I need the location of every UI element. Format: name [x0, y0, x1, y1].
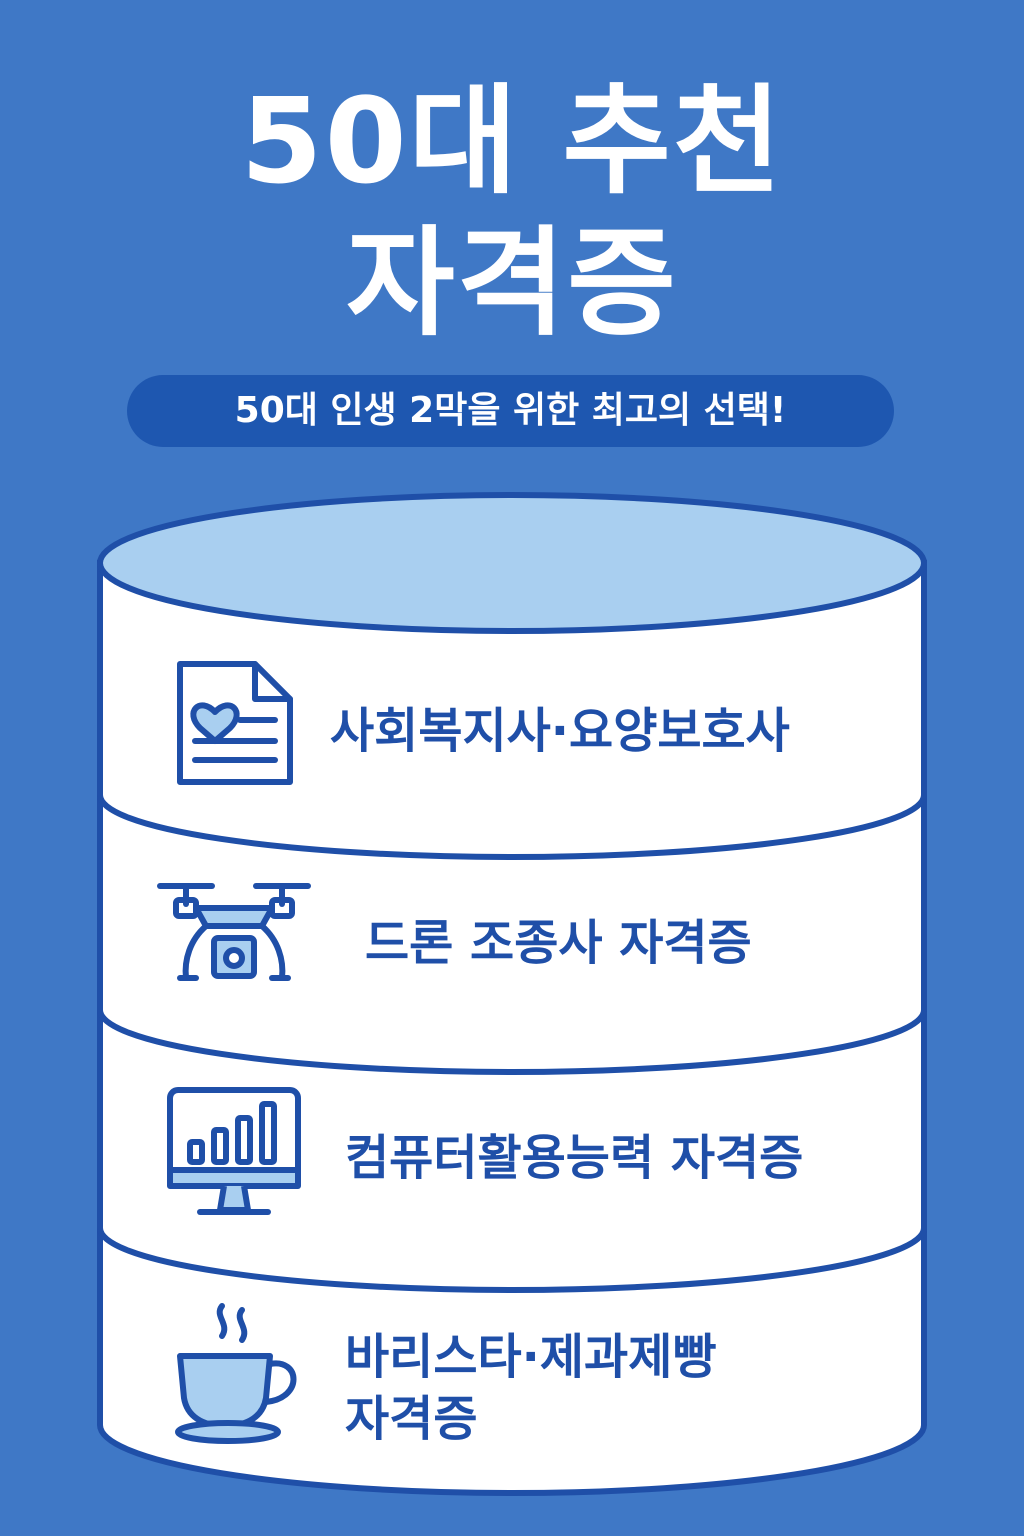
page-title: 50대 추천 자격증: [0, 70, 1024, 354]
segment-divider-2: [97, 1009, 927, 1075]
cylinder-body: [97, 560, 927, 1496]
title-line-2: 자격증: [346, 214, 678, 352]
item-label-4-line-2: 자격증: [345, 1391, 478, 1447]
cylinder-top: [97, 492, 927, 634]
item-label-4: 바리스타·제과제빵 자격증: [345, 1326, 717, 1450]
item-label-3: 컴퓨터활용능력 자격증: [345, 1130, 804, 1186]
segment-divider-3: [97, 1227, 927, 1293]
item-label-1: 사회복지사·요양보호사: [330, 703, 790, 759]
drone-camera-icon: [157, 883, 311, 981]
coffee-cup-icon: [175, 1303, 297, 1444]
item-label-4-line-1: 바리스타·제과제빵: [345, 1329, 717, 1385]
segment-divider-1: [97, 794, 927, 860]
item-label-2: 드론 조종사 자격증: [365, 915, 752, 971]
monitor-bar-chart-icon: [167, 1087, 301, 1215]
title-line-1: 50대 추천: [240, 72, 784, 210]
document-heart-icon: [177, 661, 293, 785]
subtitle-pill: 50대 인생 2막을 위한 최고의 선택!: [127, 375, 894, 447]
subtitle-text: 50대 인생 2막을 위한 최고의 선택!: [234, 390, 787, 431]
